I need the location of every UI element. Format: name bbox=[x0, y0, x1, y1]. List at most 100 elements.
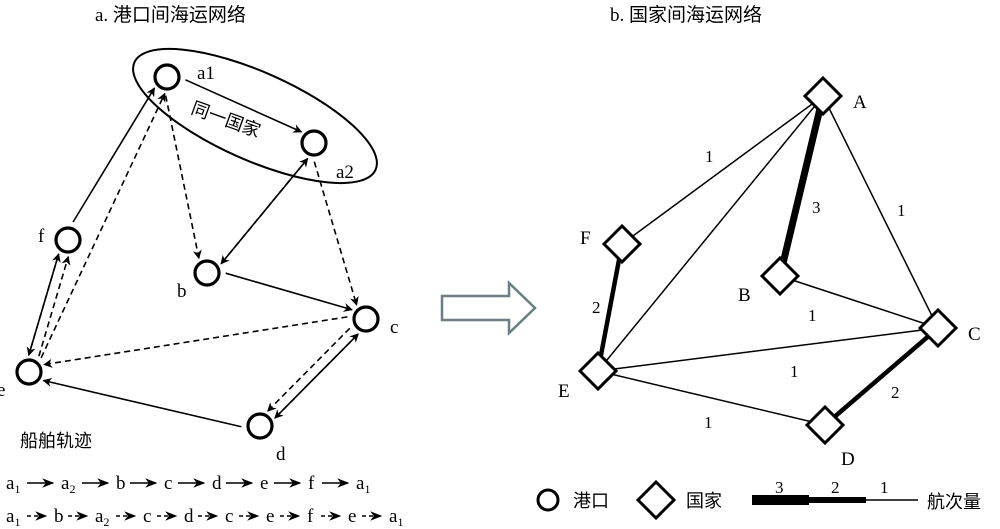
dashed-route-f-e bbox=[26, 255, 59, 357]
port-node-f: f bbox=[38, 226, 82, 254]
country-diamond-icon bbox=[577, 350, 619, 392]
country-edge-E-D bbox=[597, 370, 826, 426]
sequence-node: d bbox=[184, 506, 194, 527]
solid-route-b-c bbox=[225, 272, 353, 312]
same-country-label: 同一国家 bbox=[188, 98, 263, 142]
port-circle-icon bbox=[193, 259, 221, 287]
edge-weight-label-A-F: 1 bbox=[705, 147, 714, 166]
sequence-node: c bbox=[225, 506, 233, 527]
port-node-c: c bbox=[352, 305, 398, 338]
panel-a-title: a. 港口间海运网络 bbox=[95, 4, 246, 26]
country-edge-A-B bbox=[776, 95, 827, 277]
country-diamond-icon bbox=[759, 255, 801, 297]
sequence-node: a1 bbox=[356, 473, 370, 496]
port-circle-icon bbox=[54, 226, 82, 254]
port-node-a1: a1 bbox=[153, 63, 215, 91]
sequence-node: c bbox=[164, 473, 172, 494]
country-node-E: E bbox=[558, 350, 619, 402]
port-node-a2: a2 bbox=[300, 129, 354, 183]
country-node-D: D bbox=[804, 404, 855, 470]
port-node-b: b bbox=[177, 259, 221, 302]
port-label: f bbox=[38, 226, 45, 247]
country-edge-C-D bbox=[823, 326, 940, 427]
sequence-node: a2 bbox=[61, 473, 75, 496]
sequence-node: b bbox=[54, 506, 64, 527]
country-node-C: C bbox=[917, 307, 981, 349]
solid-route-f-a1 bbox=[72, 87, 156, 223]
legend-port-label: 港口 bbox=[573, 491, 609, 512]
port-node-d: d bbox=[246, 412, 286, 465]
sequence-node: a1 bbox=[6, 473, 20, 496]
country-edge-B-C bbox=[779, 275, 939, 329]
country-label: F bbox=[580, 228, 591, 249]
legend-weight-label: 航次量 bbox=[927, 492, 981, 513]
port-circle-icon bbox=[15, 358, 43, 386]
sequence-node: e bbox=[348, 506, 356, 527]
port-edges bbox=[26, 79, 359, 428]
country-diamond-icon bbox=[601, 223, 643, 265]
sequence-node: a1 bbox=[389, 506, 403, 529]
country-label: A bbox=[853, 92, 867, 113]
country-node-B: B bbox=[738, 255, 801, 306]
legend-weight-3-bar bbox=[752, 495, 809, 505]
edge-weight-label-F-E: 2 bbox=[592, 298, 601, 317]
country-label: D bbox=[841, 449, 855, 470]
country-edge-A-F bbox=[621, 95, 824, 245]
edge-weight-label-E-D: 1 bbox=[704, 413, 713, 432]
port-label: a1 bbox=[197, 63, 215, 84]
port-circle-icon bbox=[352, 305, 380, 333]
country-edge-E-C bbox=[597, 327, 939, 372]
country-edge-A-C bbox=[822, 95, 939, 329]
sequence-node: e bbox=[266, 506, 274, 527]
country-nodes: A B C D E F bbox=[558, 75, 981, 470]
port-label: e bbox=[0, 380, 5, 401]
legend-weight-tick-1: 1 bbox=[880, 478, 889, 497]
port-label: c bbox=[390, 317, 398, 338]
country-diamond-icon bbox=[917, 307, 959, 349]
sequence-node: b bbox=[116, 473, 126, 494]
country-label: E bbox=[558, 381, 570, 402]
legend-weight-tick-3: 3 bbox=[775, 478, 784, 497]
port-label: d bbox=[276, 444, 286, 465]
dashed-route-a2-c bbox=[313, 161, 359, 306]
country-edge-F-E bbox=[595, 243, 625, 372]
solid-route-d-e bbox=[42, 377, 242, 428]
dashed-route-c-e bbox=[43, 316, 348, 368]
transform-arrow-icon bbox=[440, 280, 537, 336]
port-node-e: e bbox=[0, 358, 43, 401]
edge-weight-label-E-C: 1 bbox=[790, 362, 799, 381]
legend-country-icon bbox=[635, 479, 677, 521]
port-nodes: a1 a2 b c d e f bbox=[0, 63, 398, 465]
edge-weight-label-A-B: 3 bbox=[812, 198, 821, 217]
country-node-A: A bbox=[802, 75, 867, 117]
trajectory-sequence-solid: a1 a2 b c d e f a1 bbox=[6, 473, 370, 496]
trajectory-label: 船舶轨迹 bbox=[20, 431, 92, 452]
country-label: C bbox=[968, 324, 981, 345]
port-label: a2 bbox=[336, 162, 354, 183]
dashed-route-c-d bbox=[267, 327, 351, 412]
sequence-node: d bbox=[212, 473, 222, 494]
solid-route-a1-a2 bbox=[185, 79, 303, 133]
legend-country-label: 国家 bbox=[686, 491, 722, 512]
country-diamond-icon bbox=[802, 75, 844, 117]
edge-weight-label-B-C: 1 bbox=[808, 306, 817, 325]
port-circle-icon bbox=[246, 412, 274, 440]
port-circle-icon bbox=[153, 63, 181, 91]
sequence-node: f bbox=[308, 473, 315, 494]
sequence-node: c bbox=[143, 506, 151, 527]
country-node-F: F bbox=[580, 223, 643, 265]
legend-weight-tick-2: 2 bbox=[831, 478, 840, 497]
sequence-node: e bbox=[260, 473, 268, 494]
legend-port-icon bbox=[536, 488, 560, 512]
sequence-node: a1 bbox=[6, 506, 20, 529]
edge-weight-label-C-D: 2 bbox=[891, 383, 900, 402]
country-label: B bbox=[738, 285, 751, 306]
panel-b-title: b. 国家间海运网络 bbox=[610, 4, 762, 26]
edge-weight-label-A-C: 1 bbox=[897, 201, 906, 220]
dashed-route-e-f bbox=[38, 255, 71, 357]
port-label: b bbox=[177, 281, 187, 302]
dashed-route-a1-b bbox=[164, 95, 202, 260]
dashed-route-e-a1 bbox=[40, 92, 166, 359]
